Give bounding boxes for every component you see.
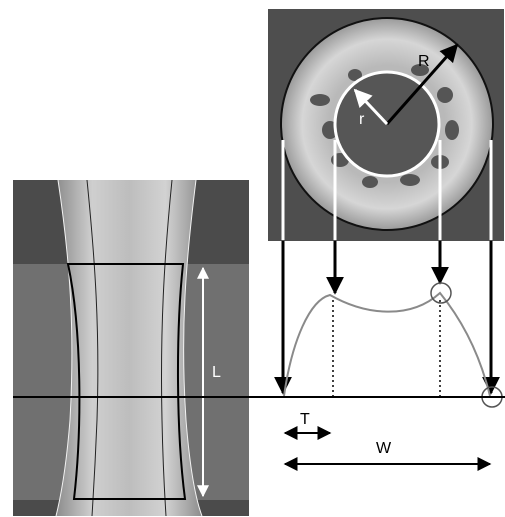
length-label: L [212,364,221,381]
width-label: W [376,440,392,457]
dimension-markers: T W [285,411,490,464]
thickness-label: T [300,411,310,428]
longitudinal-scan: L [13,180,249,516]
inner-radius-label: r [359,111,365,128]
thickness-profile [284,283,502,407]
profile-curve [284,293,490,396]
cross-section-scan: R r [268,9,504,241]
outer-radius-label: R [418,53,430,70]
